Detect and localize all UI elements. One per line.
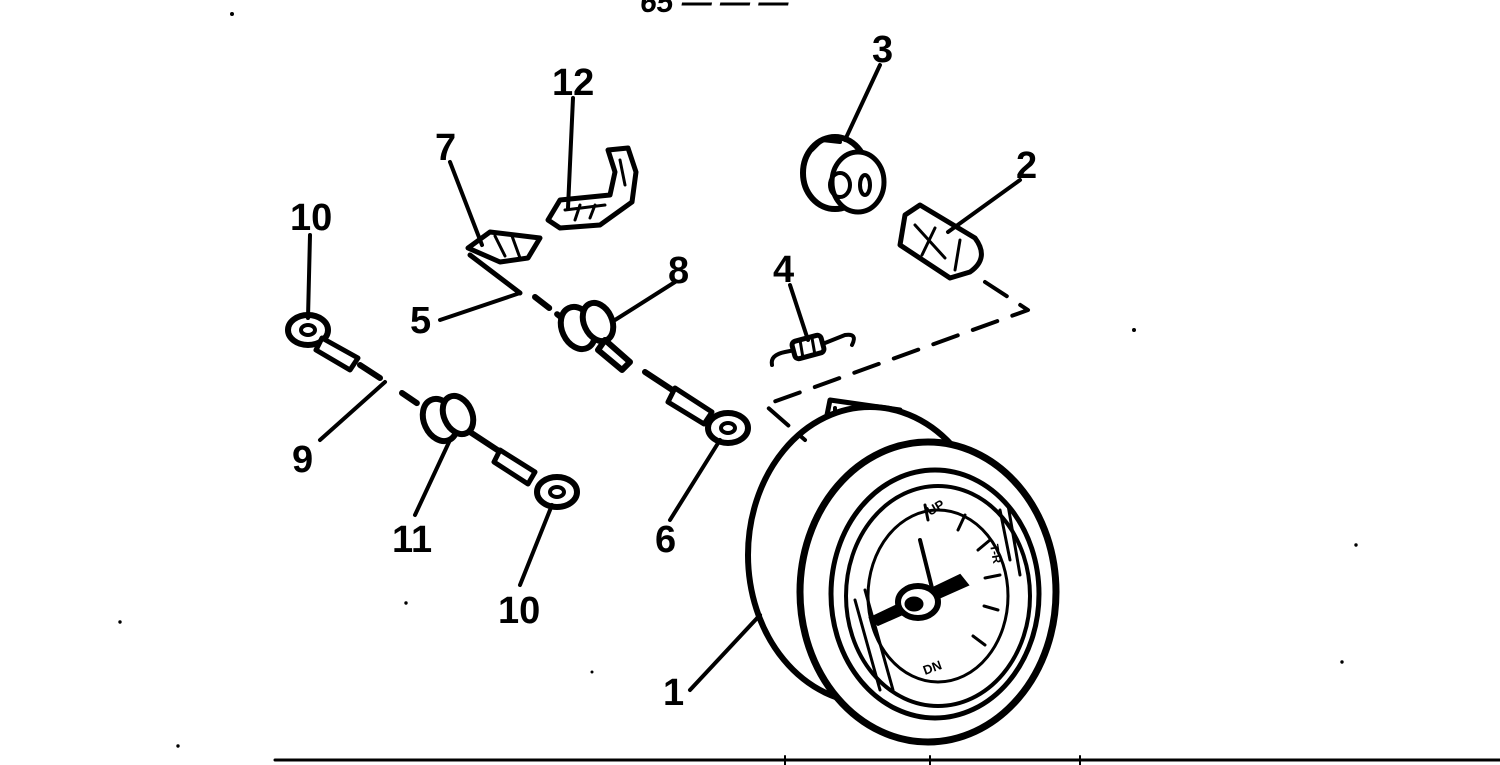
callout-4: 4 xyxy=(773,249,794,291)
callout-7: 7 xyxy=(435,127,456,169)
upper-wire-assembly xyxy=(532,294,751,446)
callout-10b: 10 xyxy=(498,590,540,632)
trim-gauge: UP T-R DN xyxy=(745,397,1060,746)
dial-label-dn: DN xyxy=(921,657,944,678)
lower-wire-assembly xyxy=(285,312,580,510)
callout-11: 11 xyxy=(392,519,432,561)
callout-10a: 10 xyxy=(290,197,332,239)
dial-label-tr: T-R xyxy=(987,543,1004,565)
callout-6: 6 xyxy=(655,519,676,561)
callout-5: 5 xyxy=(410,300,431,342)
callout-8: 8 xyxy=(668,250,689,292)
bottom-border xyxy=(273,755,1500,765)
callout-1: 1 xyxy=(663,672,684,714)
bulb-socket xyxy=(800,134,887,215)
callout-9: 9 xyxy=(292,439,313,481)
resistor xyxy=(769,332,856,367)
header-partial-text: 65 — — — xyxy=(640,0,789,19)
leader-lines xyxy=(306,63,1022,692)
callout-3: 3 xyxy=(872,29,893,71)
lamp-bulb xyxy=(897,202,984,281)
callout-2: 2 xyxy=(1016,145,1037,187)
callout-12: 12 xyxy=(552,62,594,104)
scan-speckles xyxy=(118,12,1358,748)
terminal-clip xyxy=(465,229,543,296)
mounting-bracket xyxy=(545,145,639,231)
dashed-assembly-line xyxy=(763,280,1030,442)
